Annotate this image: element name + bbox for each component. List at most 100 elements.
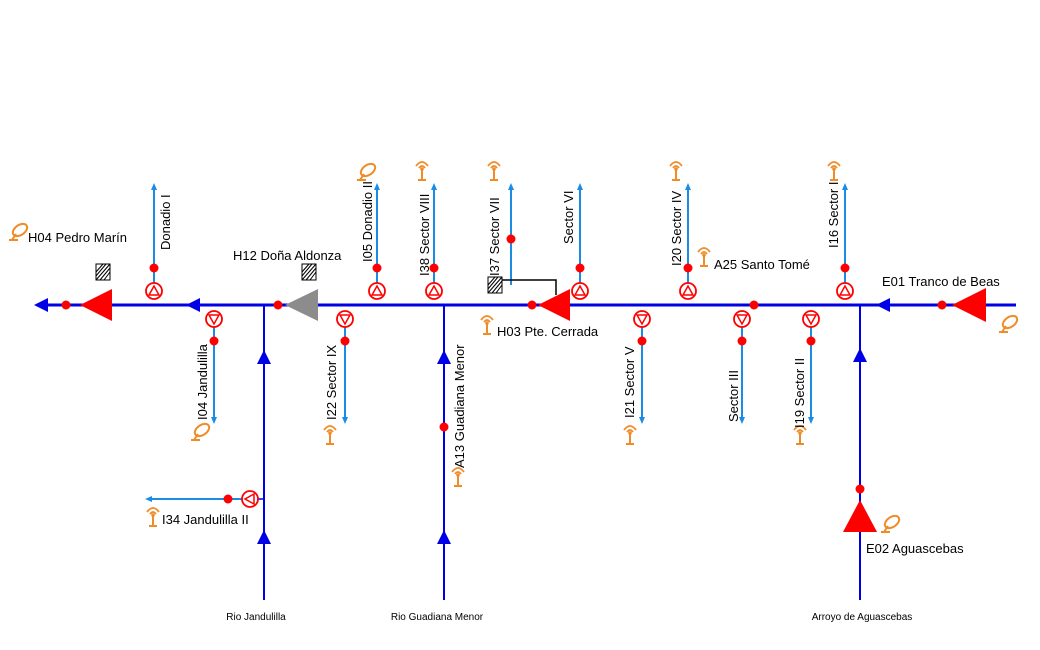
satellite-dish-icon <box>8 220 31 241</box>
intake-label-i22: I22 Sector IX <box>324 345 339 420</box>
satellite-dish-icon <box>880 512 903 533</box>
pump-icon[interactable] <box>336 310 354 328</box>
measurement-point[interactable] <box>527 300 537 310</box>
antenna-icon <box>669 161 683 181</box>
antenna-icon <box>451 467 465 487</box>
channel-arrow-icon <box>577 183 583 190</box>
measurement-point[interactable] <box>749 300 759 310</box>
pump-icon[interactable] <box>571 282 589 300</box>
measurement-point[interactable] <box>429 263 439 273</box>
station-label-h12: H12 Doña Aldonza <box>233 248 342 263</box>
channel-arrow-icon <box>508 183 514 190</box>
intake-label-i16: I16 Sector I <box>826 182 841 248</box>
channel-arrow-icon <box>808 417 814 424</box>
measurement-point[interactable] <box>683 263 693 273</box>
antenna-icon <box>697 247 711 267</box>
flow-arrow-icon <box>257 530 271 544</box>
station-label-e01: E01 Tranco de Beas <box>882 274 1000 289</box>
level-gauge-icon <box>487 276 503 294</box>
measurement-point[interactable] <box>806 336 816 346</box>
antenna-icon <box>323 425 337 445</box>
flow-arrow-icon <box>876 298 890 312</box>
intake-label-i21: I21 Sector V <box>622 346 637 418</box>
measurement-point[interactable] <box>840 263 850 273</box>
satellite-dish-icon <box>190 420 213 441</box>
channel-arrow-icon <box>685 183 691 190</box>
measurement-point[interactable] <box>737 336 747 346</box>
pump-icon[interactable] <box>836 282 854 300</box>
measurement-point[interactable] <box>937 300 947 310</box>
measurement-point[interactable] <box>439 422 449 432</box>
pump-icon[interactable] <box>425 282 443 300</box>
intake-label-donadio-i: Donadio I <box>158 194 173 250</box>
reservoir-e01-icon <box>952 288 986 322</box>
measurement-point[interactable] <box>637 336 647 346</box>
intake-label-sector-vi: Sector VI <box>561 191 576 244</box>
station-label-e02: E02 Aguascebas <box>866 541 964 556</box>
channel-arrow-icon <box>739 417 745 424</box>
flow-arrow-icon <box>186 298 200 312</box>
measurement-points <box>61 234 947 504</box>
river-label-jandulilla: Rio Jandulilla <box>226 612 286 623</box>
channel-arrow-icon <box>211 417 217 424</box>
antenna-icon <box>146 507 160 527</box>
satellite-dish-icon <box>356 160 379 181</box>
measurement-point[interactable] <box>149 263 159 273</box>
measurement-point[interactable] <box>855 484 865 494</box>
flow-arrow-icon <box>437 350 451 364</box>
station-label-h03: H03 Pte. Cerrada <box>497 324 599 339</box>
bypass-line <box>498 279 557 295</box>
measurement-point[interactable] <box>223 494 233 504</box>
channel-arrow-icon <box>145 496 152 502</box>
intake-label-a13: A13 Guadiana Menor <box>452 344 467 468</box>
station-label-h04: H04 Pedro Marín <box>28 230 127 245</box>
antenna-icon <box>623 425 637 445</box>
intake-label-i04: I04 Jandulilla <box>195 343 210 420</box>
pump-icon[interactable] <box>368 282 386 300</box>
flow-arrow-icon <box>437 530 451 544</box>
reservoir-h12-icon <box>285 289 318 321</box>
channel-arrow-icon <box>842 183 848 190</box>
channel-arrow-icon <box>374 183 380 190</box>
station-label-a25: A25 Santo Tomé <box>714 257 810 272</box>
intake-label-i05: I05 Donadio II <box>360 181 375 262</box>
intake-label-i19: I19 Sector II <box>792 358 807 428</box>
antenna-icon <box>415 161 429 181</box>
measurement-point[interactable] <box>372 263 382 273</box>
pump-icon[interactable] <box>633 310 651 328</box>
pump-icon[interactable] <box>241 490 259 508</box>
reservoir-h03-icon <box>538 289 570 321</box>
pump-icon[interactable] <box>205 310 223 328</box>
measurement-point[interactable] <box>273 300 283 310</box>
intake-label-i34: I34 Jandulilla II <box>162 512 249 527</box>
pump-icon[interactable] <box>679 282 697 300</box>
level-gauge-icon <box>301 263 317 281</box>
channel-arrow-icon <box>639 417 645 424</box>
channel-arrow-icon <box>342 417 348 424</box>
measurement-point[interactable] <box>61 300 71 310</box>
flow-arrow-icon <box>34 298 48 312</box>
measurement-point[interactable] <box>506 234 516 244</box>
measurement-point[interactable] <box>575 263 585 273</box>
pump-icon[interactable] <box>802 310 820 328</box>
channel-arrow-icon <box>151 183 157 190</box>
intake-label-sector-iii: Sector III <box>726 370 741 422</box>
level-gauge-icon <box>95 263 111 281</box>
flow-arrow-icon <box>853 348 867 362</box>
pump-icon[interactable] <box>145 282 163 300</box>
river-label-guadiana: Rio Guadiana Menor <box>391 612 484 623</box>
reservoir-e02-icon <box>843 500 877 532</box>
flow-arrow-icon <box>257 350 271 364</box>
antenna-icon <box>487 161 501 181</box>
pump-icon[interactable] <box>733 310 751 328</box>
measurement-point[interactable] <box>209 336 219 346</box>
antenna-icon <box>480 315 494 335</box>
satellite-dish-icon <box>998 312 1021 333</box>
reservoir-h04-icon <box>80 289 112 321</box>
measurement-point[interactable] <box>340 336 350 346</box>
channel-arrow-icon <box>431 183 437 190</box>
intake-label-i38: I38 Sector VIII <box>417 194 432 276</box>
river-label-aguascebas: Arroyo de Aguascebas <box>812 612 913 623</box>
intake-label-i20: I20 Sector IV <box>669 191 684 266</box>
